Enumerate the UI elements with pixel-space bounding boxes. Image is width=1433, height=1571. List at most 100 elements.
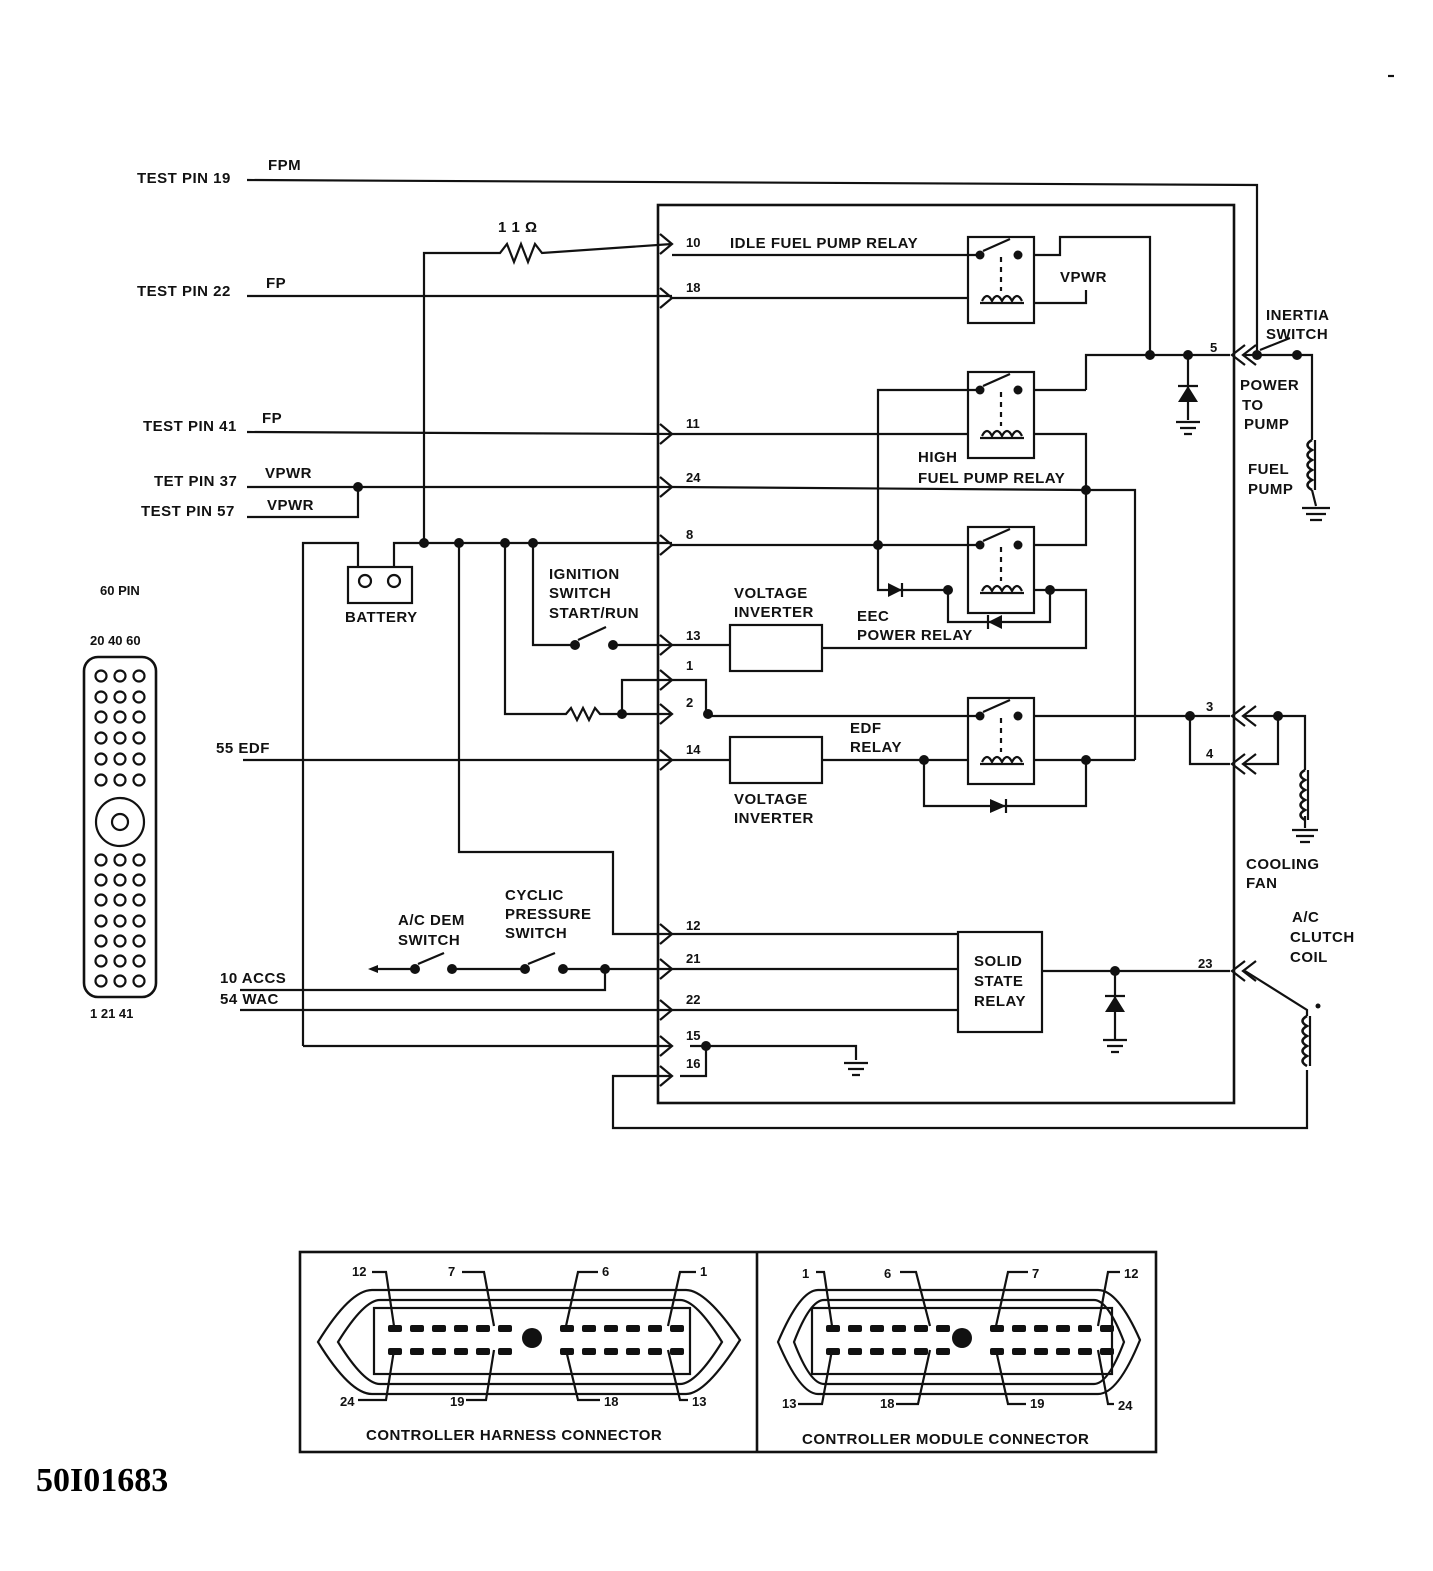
connector-pin: [870, 1348, 884, 1355]
connector-pin: [1034, 1325, 1048, 1332]
cyclic-label-2: PRESSURE: [505, 906, 592, 923]
connector-pin: [1012, 1325, 1026, 1332]
test-pin-41-signal: FP: [262, 410, 282, 427]
connector-pin: [410, 1325, 424, 1332]
test-pin-22-label: TEST PIN 22: [137, 283, 231, 300]
connector-pin: [132, 934, 146, 948]
connector-pin: [936, 1348, 950, 1355]
connector-chevron: [659, 703, 674, 725]
connector-pin: [476, 1348, 490, 1355]
diode-icon: [888, 583, 902, 597]
harness-top-1: 1: [700, 1264, 707, 1279]
diode-icon: [990, 799, 1006, 813]
connector-pin: [113, 893, 127, 907]
wire-tp57: [247, 487, 360, 519]
edf-label-2: RELAY: [850, 739, 902, 756]
harness-connector-pins: [388, 1325, 684, 1355]
junction-dot: [353, 482, 363, 492]
relay-contact: [1013, 385, 1023, 395]
module-top-1: 1: [802, 1266, 809, 1281]
connector-pin: [94, 914, 108, 928]
vi2-label-1: VOLTAGE: [734, 791, 808, 808]
right-pin-5: 5: [1210, 340, 1217, 355]
connector-pin: [132, 731, 146, 745]
fuel-pump-coil: [1306, 438, 1318, 507]
ptp-label-3: PUMP: [1244, 416, 1289, 433]
connector-pin: [914, 1348, 928, 1355]
eec-label-1: EEC: [857, 608, 889, 625]
clutch-label-1: A/C: [1292, 909, 1319, 926]
battery-label: BATTERY: [345, 609, 418, 626]
module-bottom-13: 13: [782, 1396, 796, 1411]
fan-label-2: FAN: [1246, 875, 1278, 892]
harness-connector-title: CONTROLLER HARNESS CONNECTOR: [366, 1427, 662, 1444]
connector-pin: [560, 1325, 574, 1332]
connector-pin: [132, 690, 146, 704]
ground-icon: [1292, 828, 1318, 844]
pin-15: 15: [686, 1028, 700, 1043]
right-connector-arrows: [1230, 344, 1257, 982]
connector-chevron: [659, 233, 674, 255]
solid-state-relay: [956, 930, 1044, 1034]
connector-pin: [648, 1325, 662, 1332]
connector-pin: [454, 1325, 468, 1332]
battery-negative-wire: [301, 541, 360, 1046]
connector-chevron: [1230, 344, 1246, 366]
connector-pin: [132, 710, 146, 724]
test-pin-37-signal: VPWR: [265, 465, 312, 482]
test-pin-41-label: TEST PIN 41: [143, 418, 237, 435]
connector-pin: [113, 752, 127, 766]
connector-pin: [94, 773, 108, 787]
connector-pin: [94, 752, 108, 766]
test-pin-19-label: TEST PIN 19: [137, 170, 231, 187]
connector-pin: [1100, 1325, 1114, 1332]
connector-pin: [94, 853, 108, 867]
connector-pin: [498, 1325, 512, 1332]
connector-60-pins: [94, 669, 146, 988]
pin-1: 1: [686, 658, 693, 673]
connector-pin: [113, 773, 127, 787]
eec-label-2: POWER RELAY: [857, 627, 973, 644]
connector-pin: [826, 1348, 840, 1355]
module-connector-shell: [776, 1288, 1142, 1396]
connector-60-bottom-numbers: 1 21 41: [90, 1006, 133, 1021]
pin-14: 14: [686, 742, 701, 757]
harness-bottom-13: 13: [692, 1394, 706, 1409]
controller-module-box: [656, 203, 1236, 1105]
ptp-label-2: TO: [1242, 397, 1264, 414]
connector-pin: [113, 873, 127, 887]
connector-chevron: [1241, 344, 1257, 366]
diode-icon: [1178, 386, 1198, 402]
module-top-12: 12: [1124, 1266, 1138, 1281]
relay-blade: [982, 237, 1011, 253]
high-relay-label-2: FUEL PUMP RELAY: [918, 470, 1065, 487]
module-bottom-19: 19: [1030, 1396, 1044, 1411]
connector-chevron: [659, 534, 674, 556]
connector-pin: [1056, 1325, 1070, 1332]
harness-top-7: 7: [448, 1264, 455, 1279]
connector-pin: [914, 1325, 928, 1332]
connector-pin: [113, 710, 127, 724]
pin-16: 16: [686, 1056, 700, 1071]
ssr-label-3: RELAY: [974, 993, 1026, 1010]
pin-2: 2: [686, 695, 693, 710]
test-pin-37-label: TET PIN 37: [154, 473, 237, 490]
connector-pin: [132, 773, 146, 787]
connector-chevron: [1230, 705, 1246, 727]
connector-pin: [94, 974, 108, 988]
connector-pin: [132, 954, 146, 968]
connector-pin: [936, 1325, 950, 1332]
connector-chevron: [659, 669, 674, 691]
relay-coil: [981, 429, 1023, 439]
connector-pin: [388, 1325, 402, 1332]
connector-pin: [892, 1348, 906, 1355]
pin-12: 12: [686, 918, 700, 933]
cyclic-label-3: SWITCH: [505, 925, 567, 942]
connector-pin: [432, 1348, 446, 1355]
relay-contact: [1013, 711, 1023, 721]
module-bottom-24: 24: [1118, 1398, 1133, 1413]
ignition-label-2: SWITCH: [549, 585, 611, 602]
cooling-fan-coil: [1299, 768, 1310, 822]
harness-top-6: 6: [602, 1264, 609, 1279]
connector-pin: [454, 1348, 468, 1355]
